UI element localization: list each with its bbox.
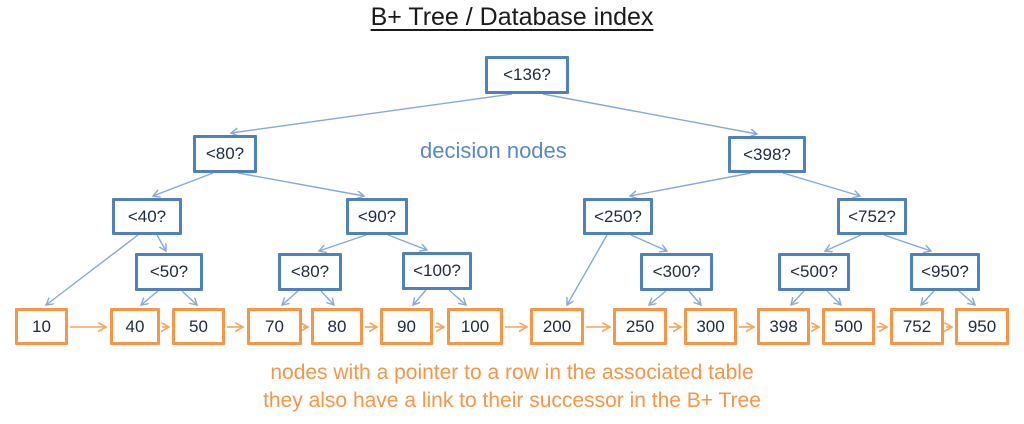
decision-node-80-l2: <80? <box>193 135 257 173</box>
leaf-node-100: 100 <box>447 308 503 345</box>
decision-node-50: <50? <box>135 253 203 291</box>
decision-node-136: <136? <box>485 56 569 94</box>
leaf-node-90: 90 <box>380 308 433 345</box>
leaf-node-70: 70 <box>247 308 302 345</box>
leaf-node-50: 50 <box>172 308 225 345</box>
decision-node-100: <100? <box>402 252 472 290</box>
leaf-node-500: 500 <box>822 308 875 345</box>
decision-node-752: <752? <box>837 198 907 235</box>
decision-nodes-annotation: decision nodes <box>420 138 567 163</box>
decision-edges <box>46 93 975 305</box>
decision-node-80-l4: <80? <box>278 253 342 291</box>
leaf-node-250: 250 <box>613 308 667 345</box>
decision-node-250: <250? <box>583 198 653 235</box>
page-title: B+ Tree / Database index <box>370 3 654 31</box>
decision-node-950: <950? <box>910 253 980 291</box>
leaf-node-950: 950 <box>955 308 1009 345</box>
leaf-caption-line2: they also have a link to their successor… <box>263 389 761 412</box>
leaf-node-10: 10 <box>15 308 68 345</box>
leaf-node-80: 80 <box>311 308 363 345</box>
decision-node-300: <300? <box>640 253 713 291</box>
leaf-node-398: 398 <box>757 308 810 345</box>
leaf-node-300: 300 <box>684 308 737 345</box>
decision-node-500: <500? <box>778 253 850 291</box>
decision-node-40: <40? <box>112 198 182 235</box>
decision-node-398: <398? <box>728 136 806 173</box>
leaf-caption-line1: nodes with a pointer to a row in the ass… <box>270 361 754 384</box>
leaf-node-200: 200 <box>530 308 584 345</box>
decision-node-90: <90? <box>346 198 408 235</box>
leaf-node-752: 752 <box>890 308 944 345</box>
leaf-node-40: 40 <box>110 308 160 345</box>
